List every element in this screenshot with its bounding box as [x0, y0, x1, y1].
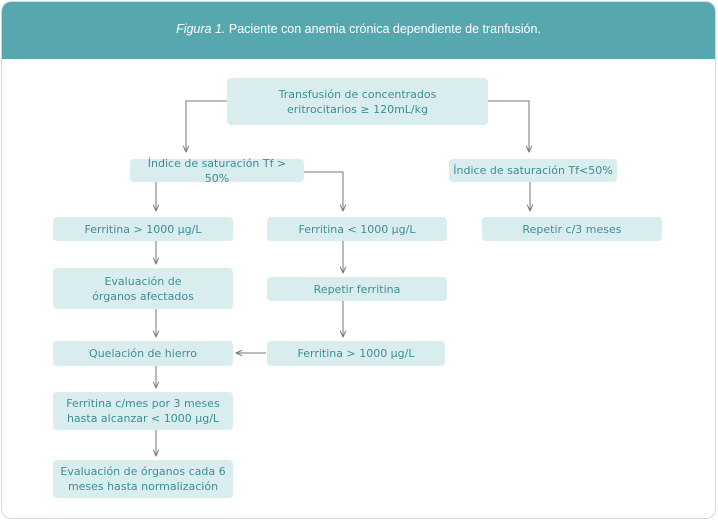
node-organ-evaluation-6-months: Evaluación de órganos cada 6 meses hasta… [53, 460, 233, 498]
node-ferritin-high: Ferritina > 1000 µg/L [53, 217, 233, 241]
figure-label: Figura 1. [176, 22, 226, 36]
node-saturation-high: Índice de saturación Tf > 50% [130, 157, 304, 185]
node-transfusion: Transfusión de concentrados eritrocitari… [227, 78, 488, 125]
node-iron-chelation: Quelación de hierro [53, 341, 233, 366]
node-monthly-ferritin: Ferritina c/mes por 3 meses hasta alcanz… [53, 392, 233, 430]
figure-header: Figura 1. Paciente con anemia crónica de… [2, 2, 715, 59]
node-repeat-3-months: Repetir c/3 meses [482, 217, 662, 241]
arrow-transfusion-to-sat-high [186, 100, 228, 152]
node-organ-evaluation: Evaluación de órganos afectados [53, 268, 233, 309]
arrow-transfusion-to-sat-low [488, 100, 529, 152]
node-saturation-low: Índice de saturación Tf<50% [449, 159, 617, 182]
node-ferritin-high-2: Ferritina > 1000 µg/L [267, 341, 445, 366]
arrow-sat-high-to-ferritin-low [304, 171, 343, 211]
figure-caption: Figura 1. Paciente con anemia crónica de… [2, 22, 715, 36]
node-repeat-ferritin: Repetir ferritina [267, 277, 447, 301]
figure-title: Paciente con anemia crónica dependiente … [228, 22, 541, 36]
node-ferritin-low: Ferritina < 1000 µg/L [267, 217, 447, 241]
